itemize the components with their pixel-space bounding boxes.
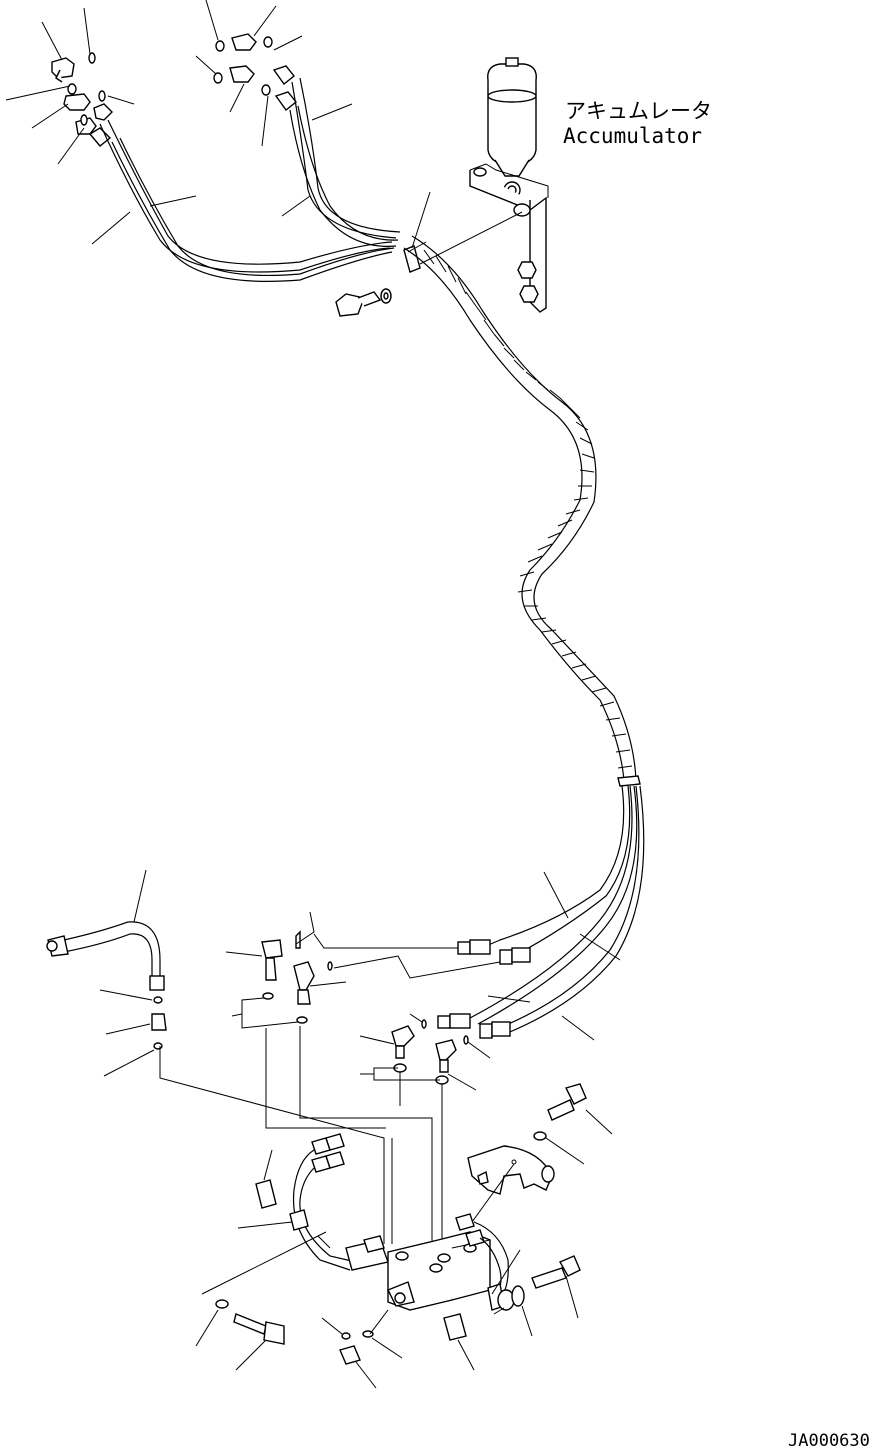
bottom-small-fittings (321, 1309, 403, 1389)
lower-elbows (359, 1013, 491, 1260)
bottom-left-bolt (195, 1299, 285, 1371)
accumulator-label-jp: アキュムレータ (565, 99, 712, 123)
upper-middle-leaders (195, 0, 353, 217)
bolt-washer-upper (335, 288, 392, 317)
upper-hose-bundle (99, 77, 427, 282)
drawing-code: JA000630 (788, 1431, 870, 1451)
hose-couplings-mid (437, 939, 531, 1039)
left-single-hose (46, 869, 165, 991)
valve-block-icon (201, 1133, 515, 1311)
accumulator-icon (469, 57, 549, 313)
right-bolt-lower (491, 1249, 581, 1337)
spacer-lower-right (443, 1313, 475, 1371)
clamp-leaders (411, 191, 523, 265)
left-small-parts (99, 989, 393, 1244)
bracket-icon (467, 1145, 555, 1223)
right-bolt (533, 1083, 613, 1165)
upper-left-fittings (51, 52, 113, 147)
lower-hose-leaders (487, 871, 621, 1041)
middle-fittings (225, 911, 501, 1256)
upper-middle-fittings (213, 33, 297, 112)
accumulator-label-en: Accumulator (563, 124, 702, 148)
main-spiral-hose (403, 235, 641, 787)
lower-hose-fan (469, 785, 645, 1037)
upper-left-leaders (5, 7, 197, 245)
